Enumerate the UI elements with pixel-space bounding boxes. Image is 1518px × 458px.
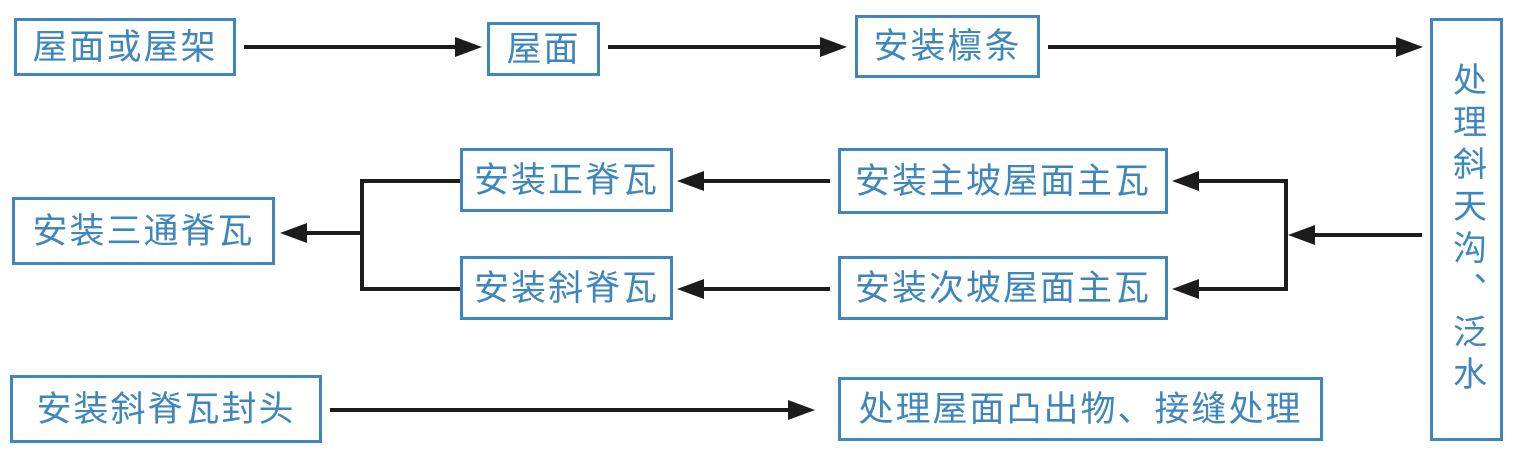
arrowhead-right-icon (1396, 37, 1423, 57)
arrowhead-right-icon (788, 400, 815, 420)
arrow-purlins-to-valley (1048, 45, 1398, 49)
right-bracket-vertical-line (1284, 179, 1288, 291)
node-roof: 屋面 (487, 22, 600, 76)
arrow-bracket-to-three-way (307, 231, 362, 235)
line-main-ridge-to-bracket (360, 179, 460, 183)
arrow-main-slope-to-main-ridge (704, 179, 830, 183)
arrowhead-left-icon (677, 279, 704, 299)
node-install-three-way-ridge-tile: 安装三通脊瓦 (12, 197, 275, 265)
node-install-hip-ridge-end-cap: 安装斜脊瓦封头 (10, 375, 322, 443)
line-hip-ridge-to-bracket (360, 287, 460, 291)
arrow-bracket-to-main-slope (1199, 179, 1288, 183)
arrow-secondary-slope-to-hip-ridge (704, 287, 830, 291)
node-install-secondary-slope-tile: 安装次坡屋面主瓦 (838, 256, 1168, 320)
arrowhead-left-icon (280, 223, 307, 243)
arrow-bracket-to-secondary-slope (1199, 287, 1288, 291)
left-bracket-vertical-line (360, 179, 364, 291)
arrowhead-left-icon (1288, 225, 1315, 245)
node-handle-valley-flashing: 处理斜天沟、泛水 (1430, 18, 1503, 441)
arrow-end-cap-to-protrusions (330, 408, 790, 412)
arrow-valley-to-bracket (1314, 233, 1422, 237)
node-install-hip-ridge-tile: 安装斜脊瓦 (460, 256, 673, 320)
arrowhead-left-icon (1172, 171, 1199, 191)
arrowhead-left-icon (1172, 279, 1199, 299)
arrowhead-left-icon (677, 171, 704, 191)
node-roof-or-truss: 屋面或屋架 (14, 18, 236, 76)
node-install-main-ridge-tile: 安装正脊瓦 (460, 148, 673, 212)
node-install-purlins: 安装檩条 (855, 15, 1040, 78)
arrowhead-right-icon (820, 37, 847, 57)
arrow-roof-to-purlins (608, 45, 822, 49)
arrowhead-right-icon (455, 37, 482, 57)
arrow-roof-truss-to-roof (244, 45, 457, 49)
node-install-main-slope-tile: 安装主坡屋面主瓦 (838, 148, 1168, 214)
node-handle-protrusions-seams: 处理屋面凸出物、接缝处理 (838, 377, 1323, 441)
